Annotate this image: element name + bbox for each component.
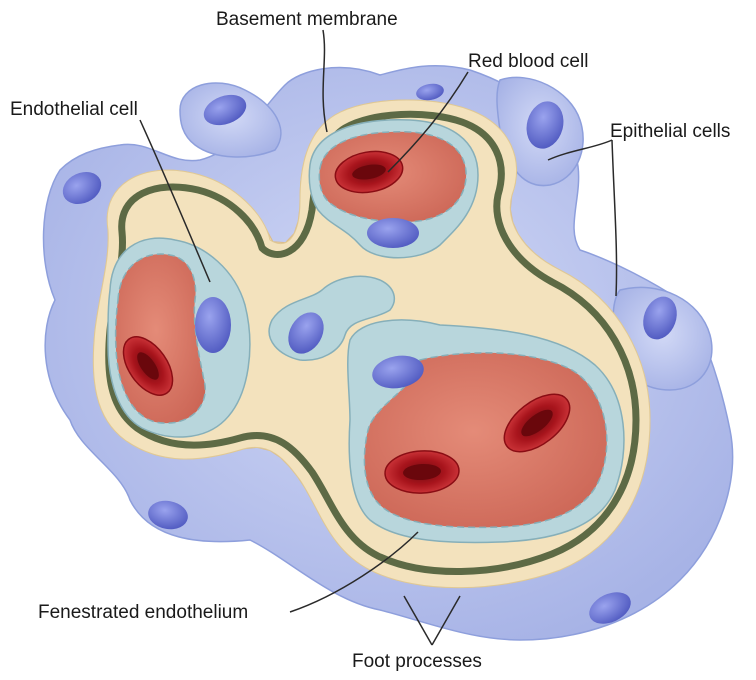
label-fenestrated-endothelium: Fenestrated endothelium	[38, 602, 248, 623]
label-endothelial-cell: Endothelial cell	[10, 99, 138, 120]
label-foot-processes: Foot processes	[352, 651, 482, 672]
label-red-blood-cell: Red blood cell	[468, 51, 588, 72]
label-epithelial-cells: Epithelial cells	[610, 121, 730, 142]
label-basement-membrane: Basement membrane	[216, 9, 398, 30]
endothelial-nucleus	[367, 218, 419, 248]
endothelial-nucleus	[195, 297, 231, 353]
